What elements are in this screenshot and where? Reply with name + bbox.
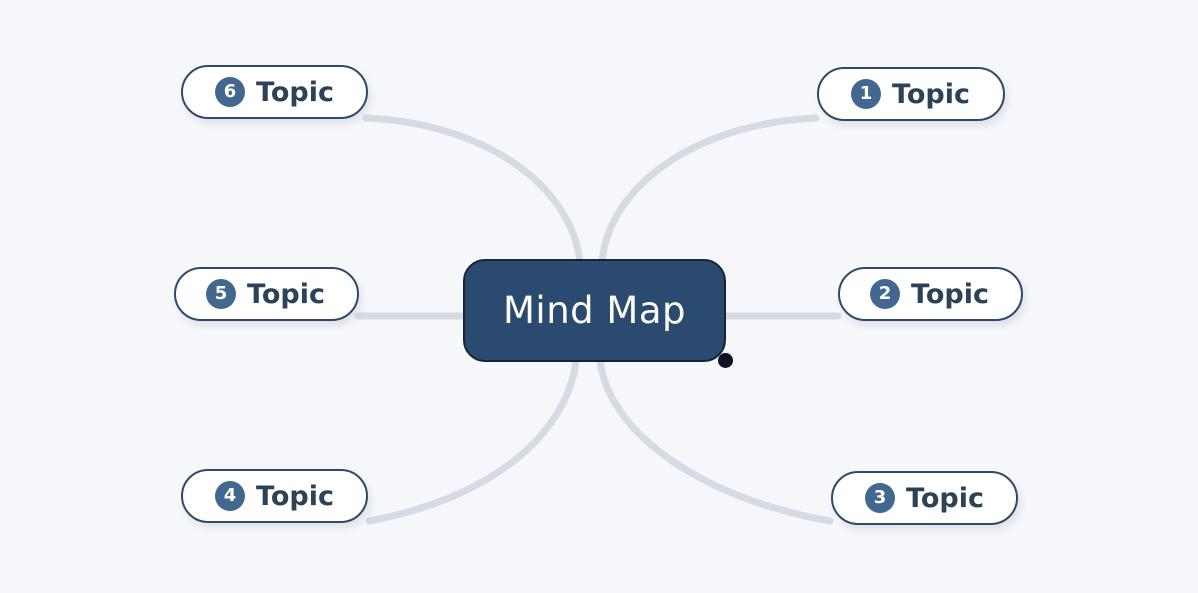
connector-to-topic-3	[596, 356, 834, 525]
resize-handle[interactable]	[718, 353, 733, 368]
topic-number-badge-2: 2	[870, 279, 900, 309]
topic-label-3: Topic	[906, 482, 984, 514]
topic-node-4[interactable]: 4 Topic	[181, 469, 368, 523]
topic-number-badge-4: 4	[215, 481, 245, 511]
topic-node-1[interactable]: 1 Topic	[817, 67, 1005, 121]
topic-label-5: Topic	[247, 278, 325, 310]
topic-label-1: Topic	[892, 78, 970, 110]
topic-node-2[interactable]: 2 Topic	[838, 267, 1023, 321]
topic-label-2: Topic	[911, 278, 989, 310]
topic-number-badge-3: 3	[865, 483, 895, 513]
topic-node-3[interactable]: 3 Topic	[831, 471, 1018, 525]
topic-number-badge-6: 6	[215, 77, 245, 107]
connector-to-topic-1	[598, 114, 820, 266]
topic-number-badge-1: 1	[851, 79, 881, 109]
topic-node-5[interactable]: 5 Topic	[174, 267, 359, 321]
topic-node-6[interactable]: 6 Topic	[181, 65, 368, 119]
connector-to-topic-4	[365, 356, 580, 525]
center-node[interactable]: Mind Map	[463, 259, 726, 362]
topic-number-badge-5: 5	[206, 279, 236, 309]
topic-label-4: Topic	[256, 480, 334, 512]
topic-label-6: Topic	[256, 76, 334, 108]
center-node-label: Mind Map	[503, 289, 686, 332]
connector-to-topic-6	[362, 114, 584, 266]
